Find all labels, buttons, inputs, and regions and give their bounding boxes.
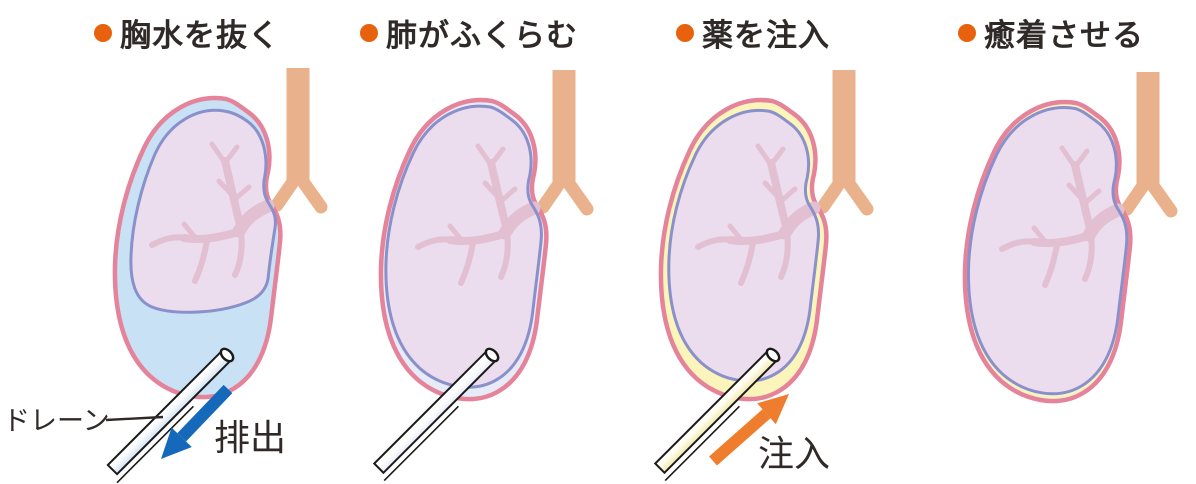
drain-tube xyxy=(653,347,781,482)
trachea-shape xyxy=(1127,72,1171,211)
drain-label: ドレーン xyxy=(3,406,110,436)
tube-opening xyxy=(484,347,500,363)
bullet-icon xyxy=(94,23,112,42)
panel-1-illustration: ドレーン 排出 xyxy=(3,68,321,484)
bullet-icon xyxy=(958,23,976,42)
inject-arrow xyxy=(709,394,789,466)
drain-pointer-line xyxy=(105,415,164,422)
trachea-shape xyxy=(823,70,867,209)
bullet-icon xyxy=(676,23,694,42)
panel-4-title: 癒着させる xyxy=(958,10,1144,55)
trachea-shape xyxy=(543,70,587,209)
bullet-icon xyxy=(360,23,378,42)
drain-tube xyxy=(106,347,235,484)
inject-label: 注入 xyxy=(758,433,830,474)
discharge-arrow xyxy=(161,384,233,459)
panel-2-title-text: 肺がふくらむ xyxy=(386,18,578,53)
panel-3-title-text: 薬を注入 xyxy=(702,18,830,53)
tube-opening xyxy=(765,347,781,363)
trachea-shape xyxy=(277,68,321,207)
panel-1-title-text: 胸水を抜く xyxy=(120,18,280,53)
panel-4-illustration xyxy=(965,72,1171,401)
panel-3-illustration: 注入 xyxy=(653,70,867,482)
panel-4-title-text: 癒着させる xyxy=(984,18,1144,53)
panel-1-title: 胸水を抜く xyxy=(94,10,280,55)
drain-tube xyxy=(372,347,500,482)
discharge-label: 排出 xyxy=(214,417,286,458)
panel-2-illustration xyxy=(372,70,587,482)
panel-2-title: 肺がふくらむ xyxy=(360,10,578,55)
panel-3-title: 薬を注入 xyxy=(676,10,830,55)
tube-opening xyxy=(219,347,235,363)
